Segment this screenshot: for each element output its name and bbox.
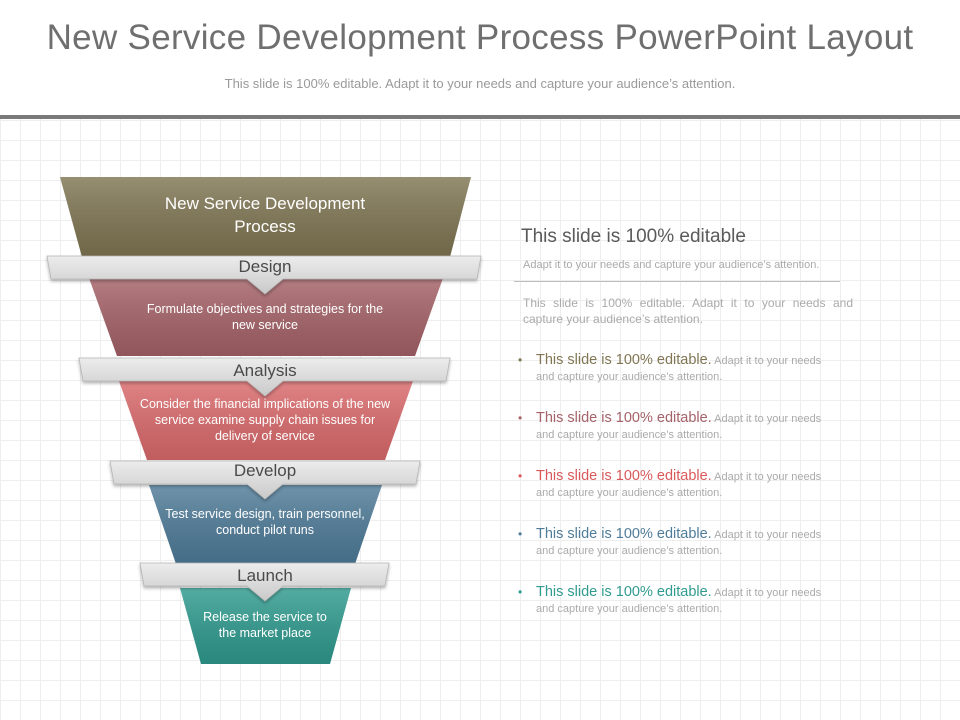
slide-subtitle: This slide is 100% editable. Adapt it to… <box>224 76 736 91</box>
bullet-item: • This slide is 100% editable. Adapt it … <box>518 352 838 385</box>
slide-title: New Service Development Process PowerPoi… <box>46 18 914 57</box>
stage-label-design: Design <box>238 257 292 276</box>
stage-label-analysis: Analysis <box>233 361 297 380</box>
bullet-text: Adapt it to your needs and capture your … <box>536 529 822 557</box>
banner-launch <box>139 562 390 602</box>
banner-design <box>46 255 482 295</box>
bullet-dot: • <box>518 469 523 483</box>
panel-divider <box>514 281 840 282</box>
bullet-text: Adapt it to your needs and capture your … <box>536 355 822 383</box>
bullet-text: Adapt it to your needs and capture your … <box>536 587 822 615</box>
bullet-text: Adapt it to your needs and capture your … <box>536 471 822 499</box>
header-divider <box>0 115 960 119</box>
bullet-dot: • <box>518 585 523 599</box>
bullet-lead: This slide is 100% editable. <box>536 352 712 368</box>
bullet-item: • This slide is 100% editable. Adapt it … <box>518 468 838 501</box>
bullet-item: • This slide is 100% editable. Adapt it … <box>518 410 838 443</box>
stage-label-launch: Launch <box>237 566 293 585</box>
bullet-lead: This slide is 100% editable. <box>536 584 712 600</box>
stage-description-analysis: Consider the financial implications of t… <box>139 397 391 443</box>
bullet-item: • This slide is 100% editable. Adapt it … <box>518 584 838 617</box>
banner-analysis <box>78 357 451 397</box>
banner-develop <box>109 460 421 500</box>
slide-header: New Service Development Process PowerPoi… <box>0 0 960 116</box>
bullet-dot: • <box>518 527 523 541</box>
bullet-lead: This slide is 100% editable. <box>536 526 712 542</box>
bullet-dot: • <box>518 353 523 367</box>
stage-label-develop: Develop <box>233 461 297 480</box>
stage-description-develop: Test service design, train personnel, co… <box>165 507 365 537</box>
panel-subtitle: Adapt it to your needs and capture your … <box>523 259 820 271</box>
funnel-top-label: New Service Development Process <box>164 194 366 236</box>
panel-paragraph: This slide is 100% editable. Adapt it to… <box>523 296 853 326</box>
stage-description-design: Formulate objectives and strategies for … <box>146 302 384 332</box>
bullet-lead: This slide is 100% editable. <box>536 410 712 426</box>
stage-description-launch: Release the service to the market place <box>203 610 327 640</box>
bullet-item: • This slide is 100% editable. Adapt it … <box>518 526 838 559</box>
bullet-lead: This slide is 100% editable. <box>536 468 712 484</box>
bullet-text: Adapt it to your needs and capture your … <box>536 413 822 441</box>
panel-title: This slide is 100% editable <box>521 226 746 247</box>
bullet-dot: • <box>518 411 523 425</box>
